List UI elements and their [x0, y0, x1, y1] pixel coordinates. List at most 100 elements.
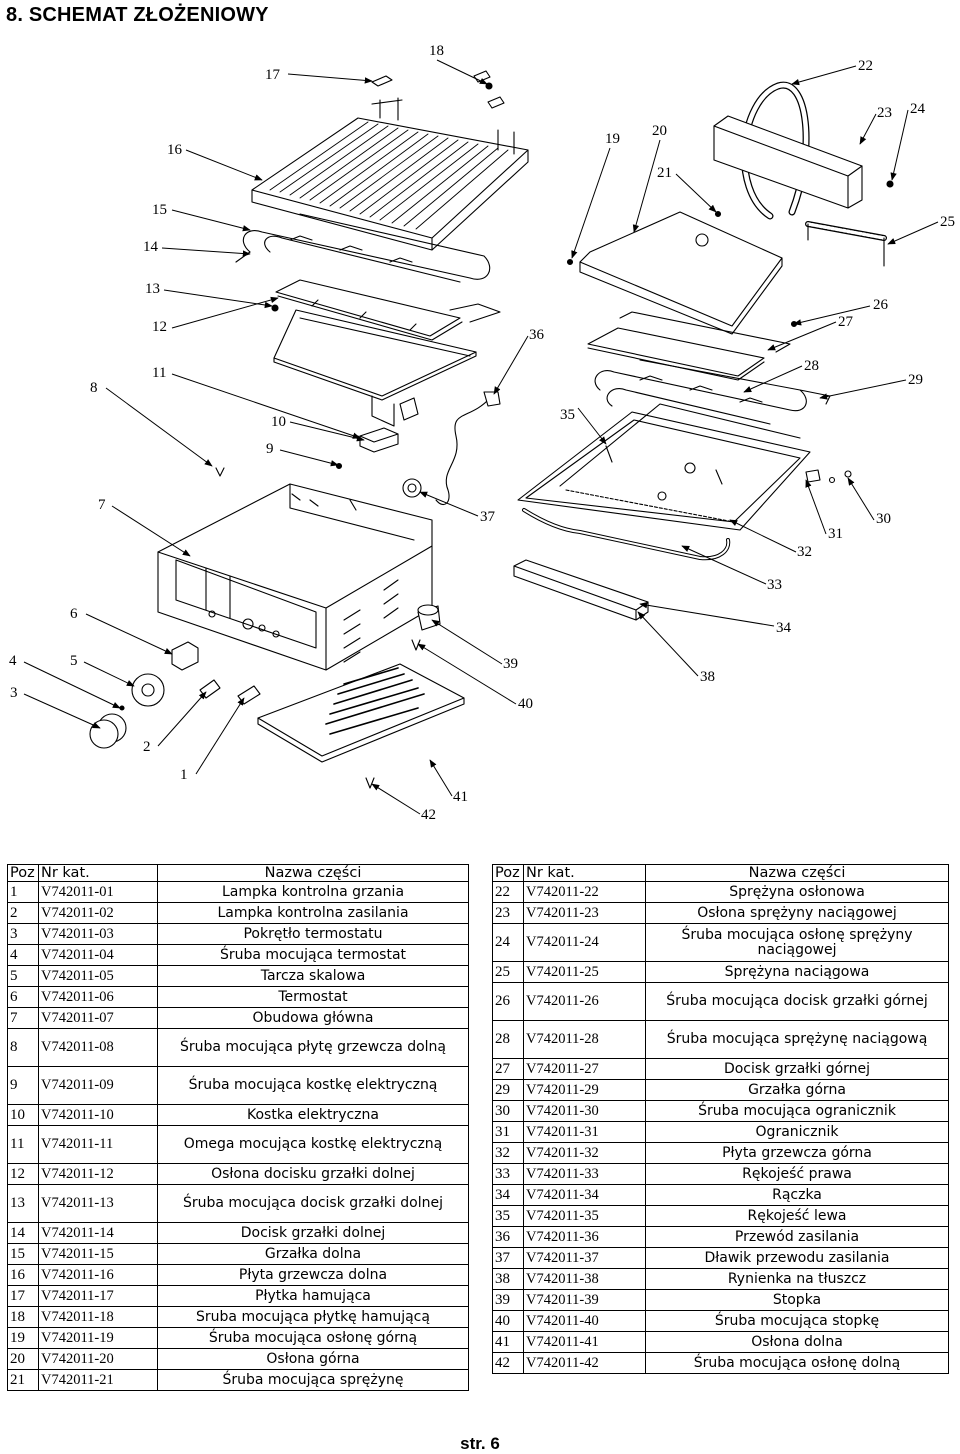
cell-part-name: Śruba mocująca płytę grzewcza dolną	[157, 1028, 469, 1067]
cell-part-number: V742011-03	[38, 923, 158, 945]
cell-part-name: Rękojeść prawa	[645, 1163, 949, 1185]
page-number: str. 6	[460, 1434, 500, 1453]
cell-part-number: V742011-35	[523, 1205, 646, 1227]
cell-part-name: Pokrętło termostatu	[157, 923, 469, 945]
cell-part-number: V742011-07	[38, 1007, 158, 1029]
cell-part-name: Grzałka dolna	[157, 1243, 469, 1265]
exploded-view-diagram	[23, 59, 939, 815]
cell-poz: 32	[492, 1142, 524, 1164]
callout-number: 25	[940, 214, 955, 230]
cell-part-number: V742011-31	[523, 1121, 646, 1143]
cell-part-number: V742011-30	[523, 1100, 646, 1122]
callout-number: 26	[873, 297, 888, 313]
callout-number: 14	[143, 239, 158, 255]
cell-poz: 42	[492, 1352, 524, 1374]
cell-part-number: V742011-23	[523, 902, 646, 924]
cell-part-name: Tarcza skalowa	[157, 965, 469, 987]
cell-part-number: V742011-17	[38, 1285, 158, 1307]
callout-number: 3	[10, 685, 18, 701]
cell-poz: 15	[7, 1243, 39, 1265]
cell-poz: 10	[7, 1104, 39, 1126]
cell-part-number: V742011-08	[38, 1028, 158, 1067]
cell-poz: 37	[492, 1247, 524, 1269]
callout-number: 34	[776, 620, 791, 636]
cell-poz: 21	[7, 1369, 39, 1391]
callout-number: 12	[152, 319, 167, 335]
power-cable	[402, 391, 501, 505]
cell-part-number: V742011-38	[523, 1268, 646, 1290]
header-poz: Poz	[7, 864, 39, 882]
cell-part-number: V742011-36	[523, 1226, 646, 1248]
cell-part-name: Śruba mocująca termostat	[157, 944, 469, 966]
callout-number: 8	[90, 380, 98, 396]
cell-poz: 12	[7, 1163, 39, 1185]
cell-part-name: Stopka	[645, 1289, 949, 1311]
cell-poz: 19	[7, 1327, 39, 1349]
cell-poz: 17	[7, 1285, 39, 1307]
cell-part-name: Śruba mocująca docisk grzałki dolnej	[157, 1184, 469, 1223]
cell-part-number: V742011-10	[38, 1104, 158, 1126]
cell-part-number: V742011-21	[38, 1369, 158, 1391]
cell-part-number: V742011-01	[38, 881, 158, 903]
lower-grill-plate	[251, 97, 529, 251]
callout-number: 24	[910, 101, 925, 117]
callout-number: 28	[804, 358, 819, 374]
cell-part-number: V742011-04	[38, 944, 158, 966]
electric-terminal-block	[215, 427, 399, 477]
cell-poz: 20	[7, 1348, 39, 1370]
cell-part-number: V742011-37	[523, 1247, 646, 1269]
callout-number: 29	[908, 372, 923, 388]
cell-part-name: Dławik przewodu zasilania	[645, 1247, 949, 1269]
cell-poz: 26	[492, 982, 524, 1021]
cell-part-number: V742011-11	[38, 1125, 158, 1164]
cell-part-name: Śruba mocująca kostkę elektryczną	[157, 1066, 469, 1105]
cell-part-name: Osłona dolna	[645, 1331, 949, 1353]
header-nr: Nr kat.	[523, 864, 646, 882]
upper-heater-clamp	[587, 311, 798, 381]
cell-poz: 18	[7, 1306, 39, 1328]
top-cover	[566, 210, 783, 335]
cell-poz: 2	[7, 902, 39, 924]
cell-poz: 13	[7, 1184, 39, 1223]
cell-part-name: Lampka kontrolna grzania	[157, 881, 469, 903]
cell-poz: 40	[492, 1310, 524, 1332]
callout-number: 7	[98, 497, 106, 513]
callout-number: 35	[560, 407, 575, 423]
callout-number: 16	[167, 142, 182, 158]
cell-poz: 9	[7, 1066, 39, 1105]
cell-part-number: V742011-42	[523, 1352, 646, 1374]
callout-number: 6	[70, 606, 78, 622]
callout-number: 32	[797, 544, 812, 560]
table-header-row: Poz Nr kat. Nazwa części	[492, 864, 949, 882]
callout-number: 23	[877, 105, 892, 121]
callout-number: 17	[265, 67, 280, 83]
callout-number: 38	[700, 669, 715, 685]
cell-part-number: V742011-15	[38, 1243, 158, 1265]
cell-part-name: Śruba mocująca osłonę sprężyny naciągowe…	[645, 923, 949, 962]
callout-number: 15	[152, 202, 167, 218]
callout-number: 4	[9, 653, 17, 669]
bottom-cover	[257, 663, 465, 789]
